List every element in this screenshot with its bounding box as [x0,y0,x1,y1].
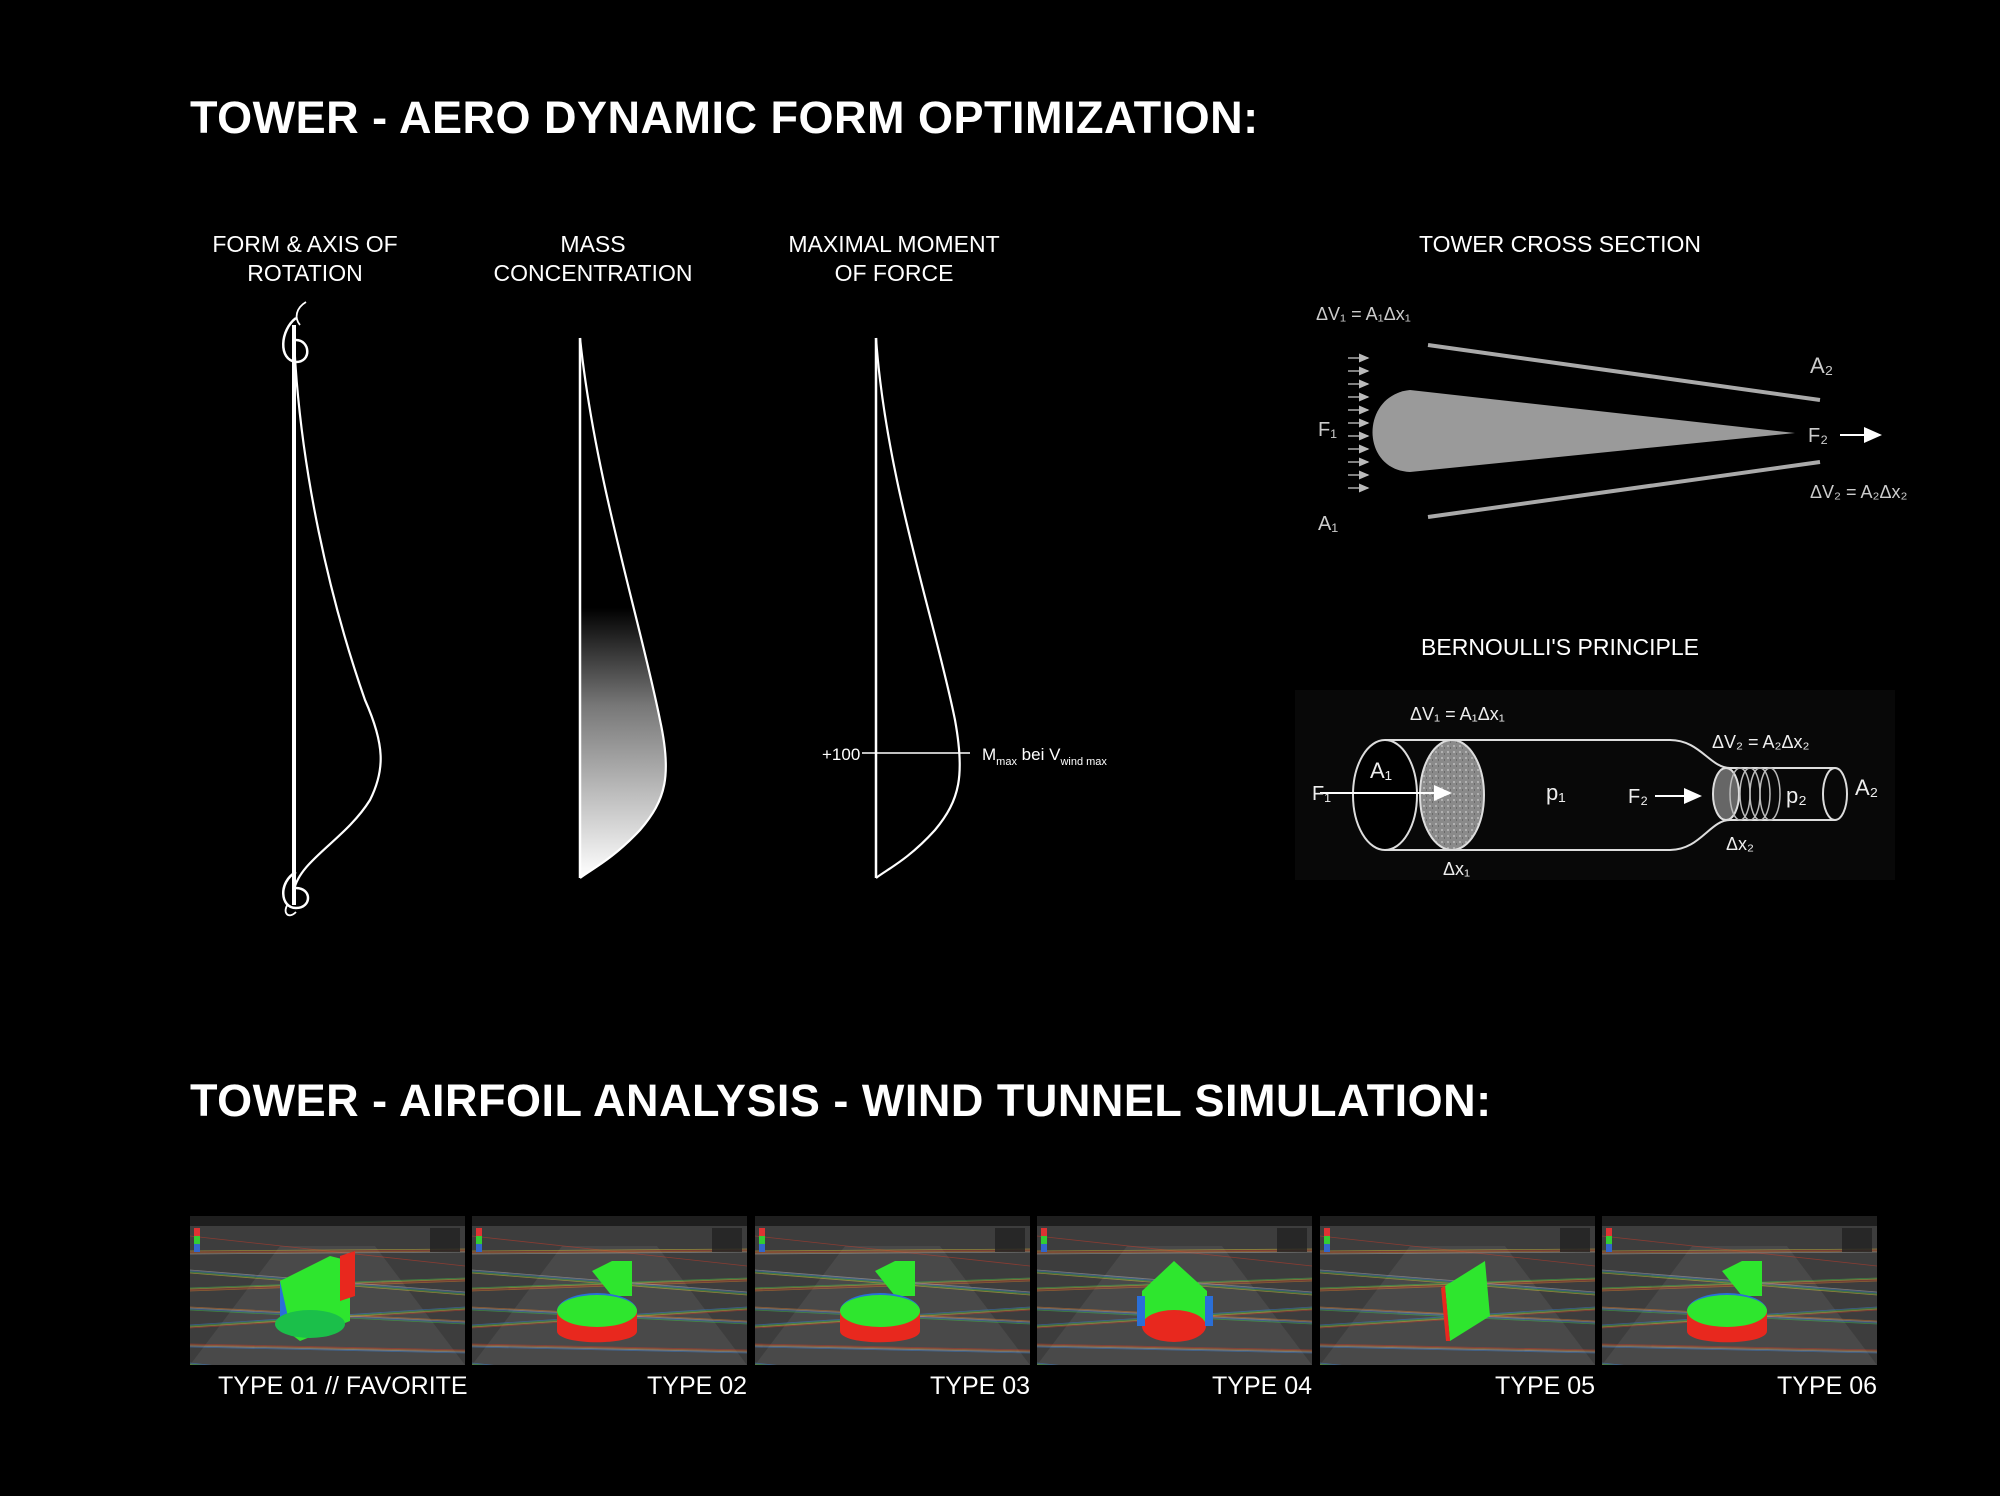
simulation-thumbnail [190,1216,465,1365]
b-dx2-label: Δx₂ [1726,834,1754,854]
b-p1-label: p₁ [1546,780,1566,805]
volume-slice-1 [1419,739,1485,851]
wind-arrows [1348,353,1370,493]
cs-a2-label: A₂ [1810,353,1833,378]
tower-section-shape [1372,390,1795,472]
b-f1-label: F₁ [1312,783,1331,805]
b-a1-label: A₁ [1370,758,1392,783]
b-p2-label: p₂ [1786,783,1807,808]
volume-slice-2 [1729,767,1781,821]
bernoulli-diagram [1295,690,1895,880]
rotation-arrow-top-icon [282,317,309,364]
simulation-caption: TYPE 03 [930,1372,1031,1400]
cross-section-diagram [1348,343,1882,519]
simulation-caption: TYPE 05 [1495,1372,1596,1400]
moment-value-label: +100 [822,745,860,764]
cs-dv2-label: ΔV₂ = A₂Δx₂ [1810,482,1908,502]
simulation-thumbnail [1320,1216,1595,1365]
simulation-caption: TYPE 02 [647,1372,748,1400]
simulation-caption: TYPE 04 [1212,1372,1313,1400]
simulation-caption: TYPE 01 // FAVORITE [218,1372,468,1400]
label-tower-cross-section: TOWER CROSS SECTION [1419,231,1701,257]
cs-dv1-label: ΔV₁ = A₁Δx₁ [1316,304,1411,324]
simulation-caption: TYPE 06 [1777,1372,1878,1400]
cs-f2-label: F₂ [1808,425,1828,447]
simulation-thumbnail [1602,1216,1877,1365]
cs-a1-label: A₁ [1318,513,1338,535]
simulation-thumbnail [1037,1216,1312,1365]
form-axis-diagram [282,301,382,917]
form-profile-curve [292,339,382,891]
section-title-aero: TOWER - AERO DYNAMIC FORM OPTIMIZATION: [190,92,1259,143]
simulation-thumbnail [755,1216,1030,1365]
section-title-airfoil: TOWER - AIRFOIL ANALYSIS - WIND TUNNEL S… [190,1075,1492,1126]
b-f2-label: F₂ [1628,786,1648,808]
cs-f1-label: F₁ [1318,419,1337,441]
simulation-thumbnail [472,1216,747,1365]
mass-concentration-diagram [578,337,668,879]
label-bernoulli: BERNOULLI'S PRINCIPLE [1421,634,1699,660]
b-dx1-label: Δx₁ [1443,859,1470,879]
b-dv1-label: ΔV₁ = A₁Δx₁ [1410,704,1505,724]
rotation-arrow-bottom-icon [282,870,310,910]
moment-mmax-label: Mmax bei Vwind max [982,745,1107,768]
b-a2-label: A₂ [1855,775,1878,800]
moment-diagram [862,337,970,879]
b-dv2-label: ΔV₂ = A₂Δx₂ [1712,732,1810,752]
